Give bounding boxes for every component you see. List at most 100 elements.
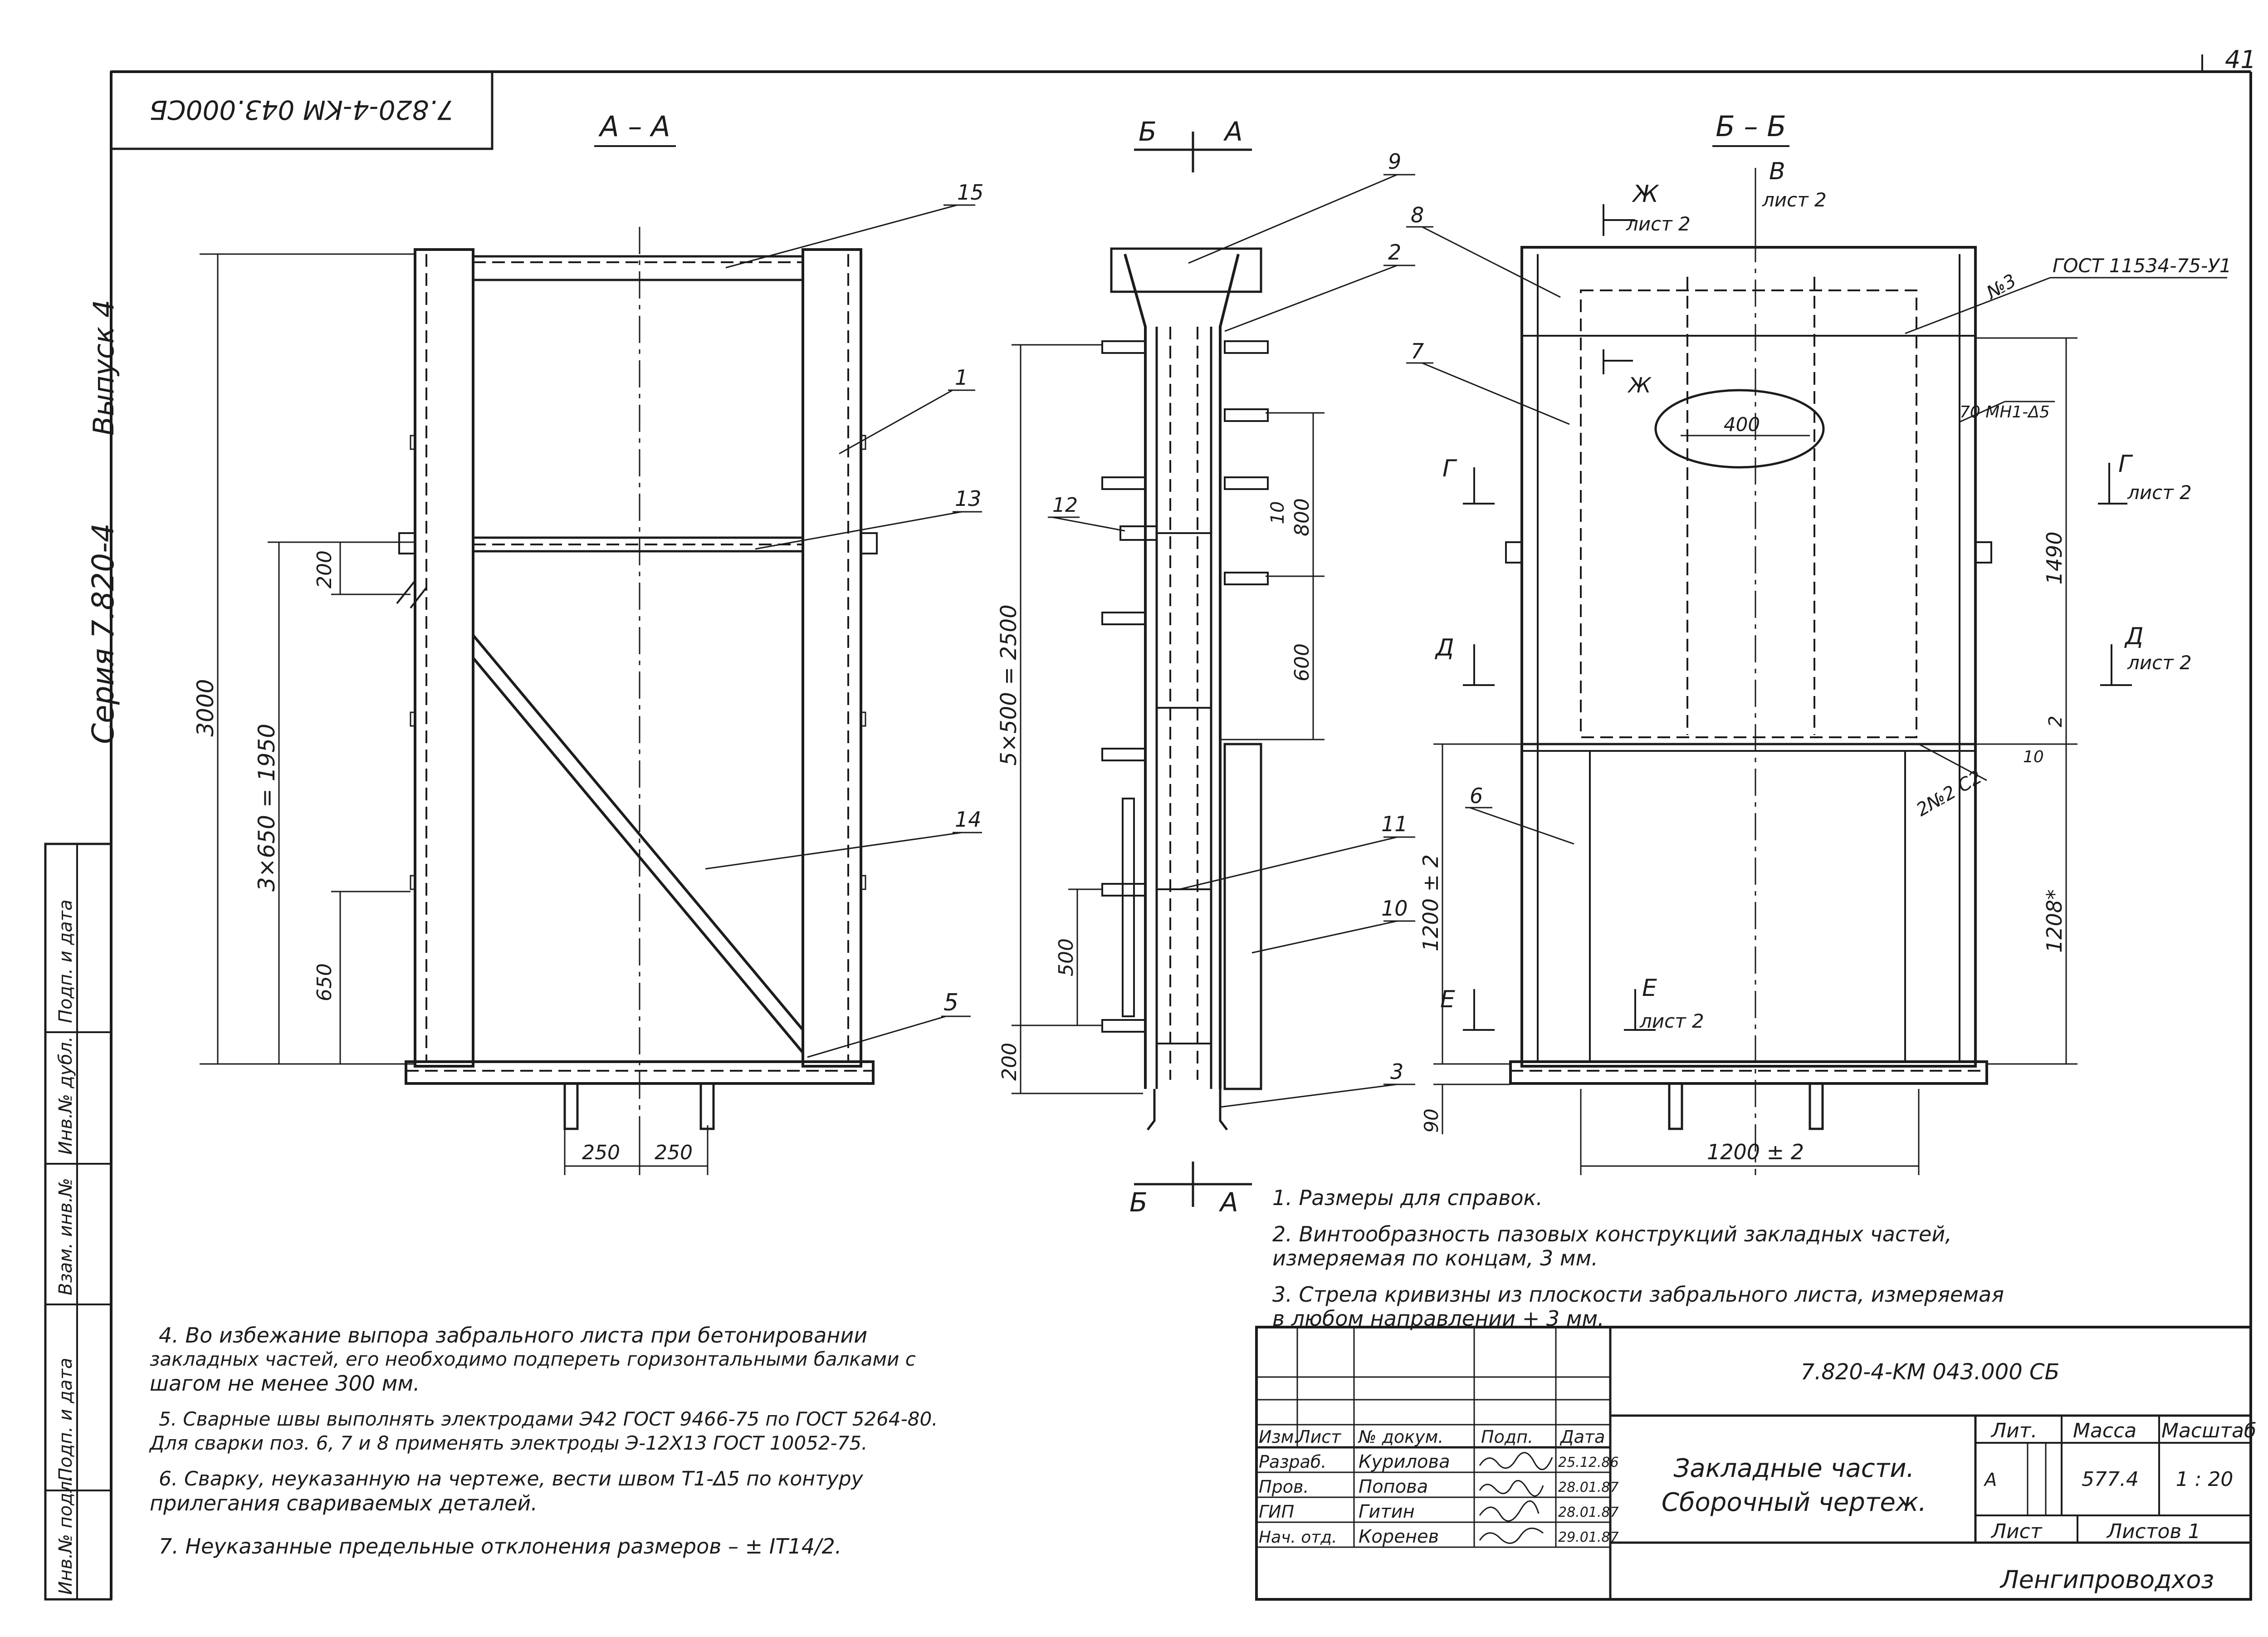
section-ref-d-letter-2: Д — [2124, 623, 2144, 650]
tb-lit-label: Лит. — [1990, 1419, 2037, 1442]
side-mark-top-a: А — [1223, 116, 1243, 147]
side-callout-12: 12 — [1052, 494, 1078, 517]
signature-3 — [1479, 1500, 1540, 1522]
tb-row-2-name: Попова — [1359, 1476, 1428, 1497]
view-side: Б А — [996, 116, 1415, 1218]
side-callout-9: 9 — [1388, 149, 1401, 174]
view-a-a-title: А – А — [598, 110, 670, 143]
a-a-dim-200: 200 — [313, 550, 336, 588]
tb-col-izm: Изм. — [1259, 1427, 1299, 1447]
tb-row-1-date: 25.12.86 — [1558, 1455, 1619, 1470]
a-a-callout-13: 13 — [955, 486, 982, 511]
tb-row-3-date: 28.01.87 — [1558, 1505, 1619, 1520]
issue-label: Выпуск 4 — [87, 300, 120, 436]
series-label: Серия 7.820-4 — [86, 523, 121, 744]
weld-note-10: 10 — [2023, 748, 2044, 766]
tb-row-1-role: Разраб. — [1259, 1452, 1326, 1472]
section-ref-e-sheet: лист 2 — [1639, 1010, 1704, 1032]
side-mark-top-b: Б — [1139, 116, 1157, 147]
side-callout-2: 2 — [1388, 240, 1401, 265]
section-ref-g-letter-2: Г — [2118, 451, 2133, 478]
tb-row-2-role: Пров. — [1259, 1477, 1309, 1497]
weld-note-no3: №3 — [1982, 270, 2020, 304]
a-a-dim-250-right: 250 — [655, 1141, 693, 1164]
tb-row-4-date: 29.01.87 — [1558, 1529, 1619, 1545]
a-a-callout-1: 1 — [955, 365, 968, 390]
tb-row-4-role: Нач. отд. — [1259, 1528, 1337, 1547]
b-b-dim-1208: 1208* — [2042, 889, 2067, 953]
tb-mass-value: 577.4 — [2082, 1468, 2139, 1491]
note-4-line-3: шагом не менее 300 мм. — [150, 1371, 420, 1396]
note-6-line-1: 6. Сварку, неуказанную на чертеже, вести… — [159, 1467, 863, 1490]
section-ref-zh-letter: Ж — [1632, 181, 1659, 208]
tb-col-doc: № докум. — [1358, 1427, 1443, 1447]
signature-1 — [1479, 1452, 1553, 1470]
note-2-line-2: измеряемая по концам, 3 мм. — [1272, 1246, 1598, 1270]
side-stamp: Подп. и дата Инв.№ дубл. Взам. инв.№ Под… — [44, 843, 112, 1601]
section-ref-d-sheet: лист 2 — [2127, 652, 2192, 674]
tb-mass-label: Масса — [2073, 1419, 2136, 1442]
top-code-box — [110, 70, 494, 150]
tb-doc-number: 7.820-4-KM 043.000 СБ — [1801, 1359, 2060, 1385]
b-b-dim-400: 400 — [1724, 413, 1760, 436]
b-b-callout-8: 8 — [1411, 203, 1424, 227]
view-a-a: А – А — [192, 110, 984, 1175]
section-ref-zh-letter-2: Ж — [1627, 373, 1652, 397]
side-callout-11: 11 — [1381, 812, 1408, 836]
note-5-line-1: 5. Сварные швы выполнять электродами Э42… — [159, 1408, 938, 1430]
stamp-label-1: Подп. и дата — [55, 900, 76, 1023]
view-b-b: Б – Б 400 1490 2 — [1406, 110, 2231, 1175]
side-mark-bottom-a: А — [1218, 1187, 1238, 1218]
section-ref-e-letter: Е — [1440, 986, 1455, 1013]
section-ref-zh-sheet: лист 2 — [1626, 213, 1691, 235]
b-b-callout-7: 7 — [1411, 339, 1424, 363]
b-b-dim-90: 90 — [1420, 1108, 1442, 1132]
stamp-label-4: Подп. и дата — [55, 1358, 76, 1481]
weld-note-gost: ГОСТ 11534-75-У1 — [2053, 255, 2231, 277]
stamp-label-5: Инв.№ подл. — [55, 1475, 76, 1595]
tb-sheets-label: Листов 1 — [2106, 1520, 2200, 1543]
a-a-dim-3000: 3000 — [192, 679, 219, 736]
tb-scale-label: Масштаб — [2161, 1419, 2256, 1442]
section-ref-g-letter: Г — [1442, 455, 1457, 482]
side-dim-10: 10 — [1267, 501, 1288, 524]
top-code: 7.820-4-KM 043.000СБ — [149, 94, 454, 125]
section-ref-e-letter-2: Е — [1642, 975, 1657, 1002]
side-dim-600: 600 — [1290, 643, 1314, 681]
a-a-callout-14: 14 — [955, 807, 982, 832]
title-block: Изм. Лист № докум. Подп. Дата Разраб. Ку… — [1255, 1326, 2256, 1601]
section-ref-d-letter: Д — [1435, 634, 1454, 662]
side-dim-500: 500 — [1055, 938, 1078, 976]
a-a-dim-650: 650 — [313, 963, 336, 1001]
tb-scale-value: 1 : 20 — [2176, 1468, 2234, 1491]
tb-sheet-label: Лист — [1990, 1520, 2043, 1543]
tb-lit-value: А — [1983, 1470, 1997, 1490]
note-1: 1. Размеры для справок. — [1272, 1186, 1543, 1210]
note-4-line-2: закладных частей, его необходимо подпере… — [150, 1348, 916, 1370]
a-a-dim-250-left: 250 — [582, 1141, 620, 1164]
tb-row-1-name: Курилова — [1359, 1451, 1450, 1472]
tb-col-list: Лист — [1296, 1427, 1342, 1447]
b-b-dim-1200-horiz: 1200 ± 2 — [1707, 1140, 1804, 1164]
note-2-line-1: 2. Винтообразность пазовых конструкций з… — [1272, 1222, 1952, 1246]
weld-note-mn1: 70 МН1-Δ5 — [1960, 403, 2050, 422]
side-dim-800: 800 — [1290, 498, 1314, 536]
a-a-callout-5: 5 — [943, 989, 958, 1016]
a-a-dim-1950: 3×650 = 1950 — [254, 724, 280, 892]
b-b-dim-1200-vert: 1200 ± 2 — [1418, 854, 1443, 951]
section-ref-v-sheet: лист 2 — [1762, 189, 1827, 211]
b-b-callout-6: 6 — [1470, 784, 1483, 808]
b-b-dim-1490: 1490 — [2042, 531, 2067, 584]
a-a-callout-15: 15 — [957, 180, 984, 205]
stamp-label-2: Инв.№ дубл. — [55, 1036, 76, 1155]
view-b-b-title: Б – Б — [1716, 110, 1786, 143]
side-dim-2500: 5×500 = 2500 — [996, 604, 1022, 765]
side-dim-200: 200 — [998, 1043, 1021, 1081]
tb-row-3-role: ГИП — [1259, 1502, 1294, 1522]
tb-row-4-name: Коренев — [1359, 1526, 1439, 1547]
note-3-line-1: 3. Стрела кривизны из плоскости забральн… — [1272, 1282, 2004, 1307]
tb-col-sign: Подп. — [1481, 1427, 1533, 1447]
note-7: 7. Неуказанные предельные отклонения раз… — [159, 1534, 842, 1559]
section-ref-g-sheet: лист 2 — [2127, 481, 2192, 504]
side-callout-3: 3 — [1390, 1059, 1403, 1084]
